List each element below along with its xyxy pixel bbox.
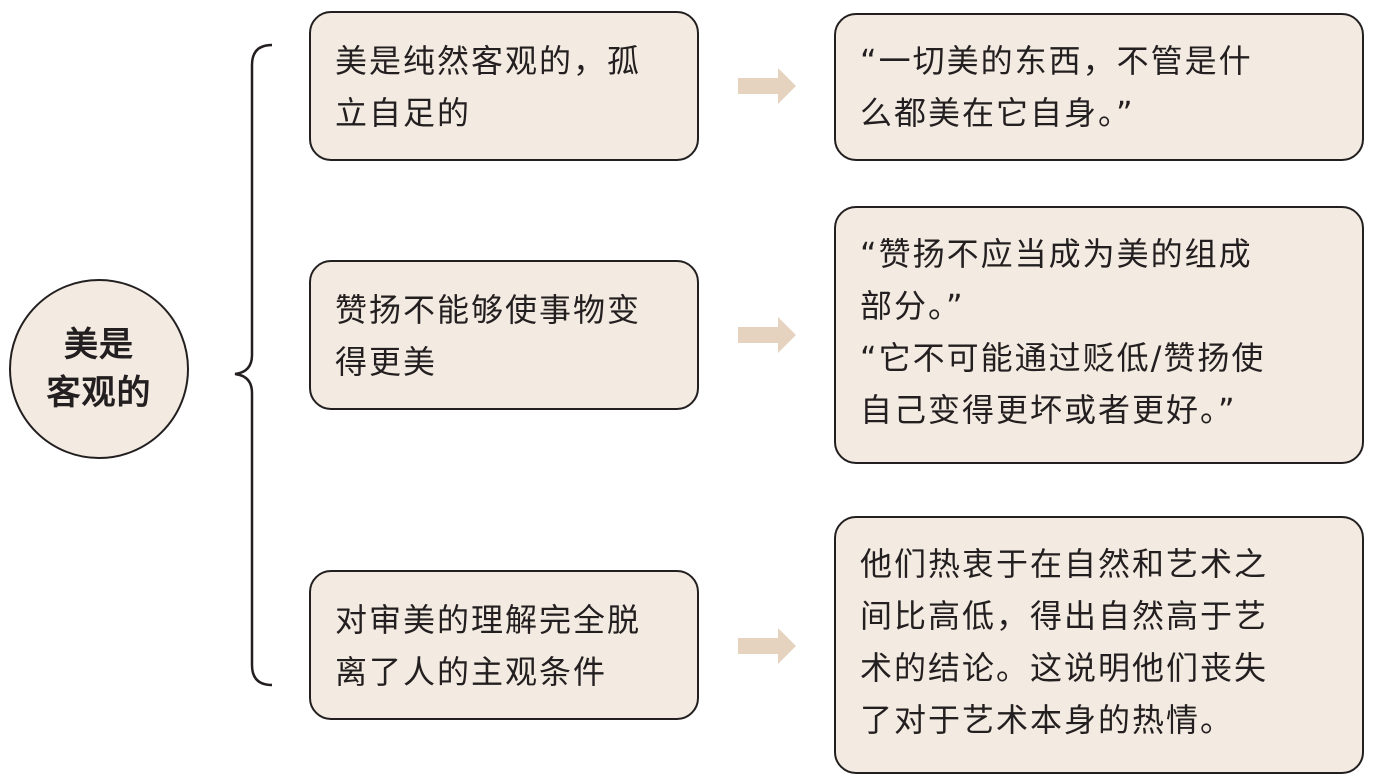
evidence-2-line-1: “赞扬不应当成为美的组成	[860, 235, 1253, 273]
evidence-1-line-2: 么都美在它自身。”	[860, 94, 1135, 132]
root-node: 美是 客观的	[9, 279, 189, 459]
evidence-3-line-4: 了对于艺术本身的热情。	[860, 701, 1235, 739]
right-arrow-icon	[738, 628, 796, 664]
evidence-2-line-2: 部分。”	[860, 287, 965, 325]
evidence-2-line-4: 自己变得更坏或者更好。”	[860, 391, 1237, 429]
root-label-line-1: 美是	[64, 325, 134, 365]
evidence-2-line-3: “它不可能通过贬低/赞扬使	[860, 339, 1266, 377]
premise-3-line-2: 离了人的主观条件	[335, 653, 608, 691]
premise-1-line-1: 美是纯然客观的，孤	[335, 42, 642, 80]
premise-1-line-2: 立自足的	[335, 94, 472, 132]
root-label-line-2: 客观的	[46, 373, 152, 413]
evidence-1-line-1: “一切美的东西，不管是什	[860, 42, 1253, 80]
premise-box-2: 赞扬不能够使事物变 得更美	[309, 260, 699, 410]
premise-2-line-1: 赞扬不能够使事物变	[335, 291, 642, 329]
premise-box-3: 对审美的理解完全脱 离了人的主观条件	[309, 570, 699, 720]
evidence-box-3: 他们热衷于在自然和艺术之 间比高低，得出自然高于艺 术的结论。这说明他们丧失 了…	[834, 516, 1364, 774]
evidence-3-line-2: 间比高低，得出自然高于艺	[860, 597, 1269, 635]
premise-2-line-2: 得更美	[335, 343, 438, 381]
curly-brace-icon	[234, 43, 273, 687]
evidence-3-line-3: 术的结论。这说明他们丧失	[860, 649, 1269, 687]
right-arrow-icon	[738, 68, 796, 104]
evidence-box-2: “赞扬不应当成为美的组成 部分。” “它不可能通过贬低/赞扬使 自己变得更坏或者…	[834, 206, 1364, 464]
evidence-box-1: “一切美的东西，不管是什 么都美在它自身。”	[834, 13, 1364, 161]
premise-3-line-1: 对审美的理解完全脱	[335, 601, 642, 639]
premise-box-1: 美是纯然客观的，孤 立自足的	[309, 11, 699, 161]
evidence-3-line-1: 他们热衷于在自然和艺术之	[860, 545, 1269, 583]
right-arrow-icon	[738, 317, 796, 353]
